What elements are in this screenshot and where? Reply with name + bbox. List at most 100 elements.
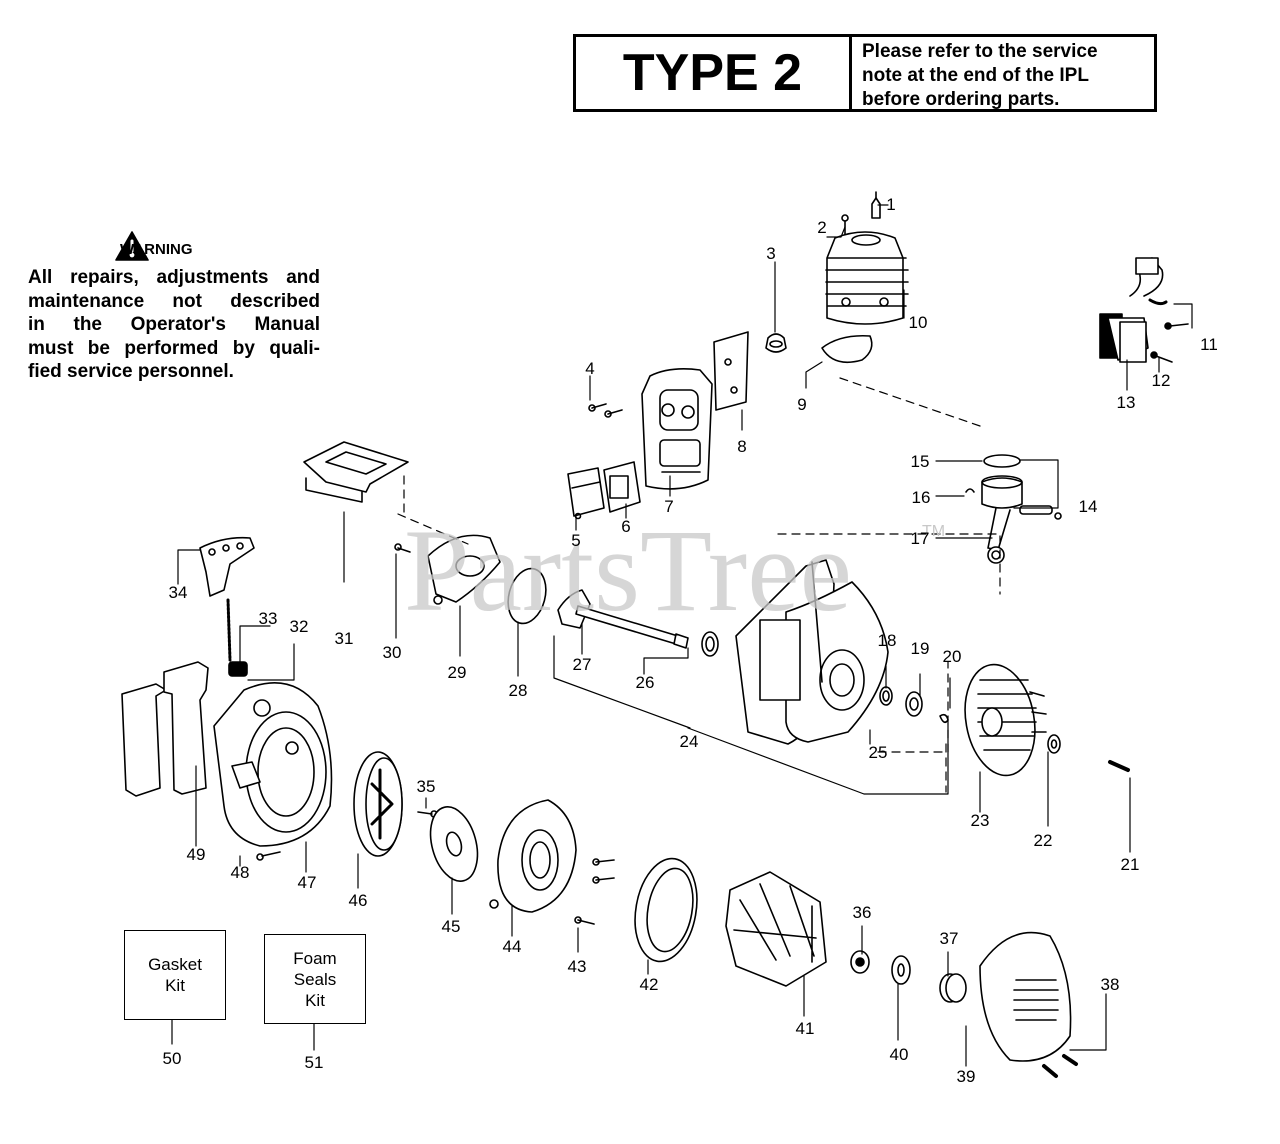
part-number-label: 4	[585, 359, 594, 378]
part-9-cylinder-gasket	[821, 334, 873, 364]
part-26-seal	[701, 631, 719, 657]
part-13-ignition-module	[1099, 257, 1168, 363]
part-7-muffler	[641, 368, 713, 490]
warning-line: must be performed by quali-	[28, 337, 320, 359]
part-number-label: 48	[231, 863, 250, 882]
gasket-kit-line: Gasket	[148, 955, 202, 974]
part-number-label: 39	[957, 1067, 976, 1086]
alignment-lines	[397, 377, 1001, 793]
part-number-label: 13	[1117, 393, 1136, 412]
part-number-label: 12	[1152, 371, 1171, 390]
type-notice-box: TYPE 2 Please refer to the service note …	[573, 34, 1157, 112]
part-21-pin	[1108, 760, 1130, 772]
part-number-label: 37	[940, 929, 959, 948]
part-4-screw	[588, 403, 623, 418]
part-32-nut	[228, 661, 248, 677]
part-38-clip	[1042, 1054, 1078, 1078]
watermark-tm: TM	[922, 523, 945, 540]
part-5-plate	[567, 467, 605, 520]
foam-kit-line: Seals	[293, 969, 337, 989]
part-8-bracket	[713, 331, 749, 411]
gasket-kit-box: Gasket Kit	[124, 930, 226, 1020]
foam-kit-line: Foam	[293, 948, 337, 968]
part-33-starter-rope	[226, 598, 232, 662]
part-10-cylinder	[825, 231, 909, 325]
warning-line: maintenance not described	[28, 290, 320, 312]
part-49-foam-seal	[121, 661, 209, 797]
warning-body: All repairs, adjustments and maintenance…	[28, 266, 320, 384]
service-note-line: note at the end of the IPL	[862, 65, 1089, 86]
part-number-label: 44	[503, 937, 522, 956]
gasket-kit-line: Kit	[165, 976, 185, 995]
part-number-label: 42	[640, 975, 659, 994]
part-number-label: 47	[298, 873, 317, 892]
part-number-label: 6	[621, 517, 630, 536]
part-31-foam-seal	[303, 441, 409, 503]
part-28-gasket	[507, 567, 547, 625]
part-number-label: 14	[1079, 497, 1098, 516]
part-27-crankshaft	[557, 589, 689, 649]
part-37-bushing	[939, 973, 967, 1003]
part-number-label: 41	[796, 1019, 815, 1038]
part-number-label: 49	[187, 845, 206, 864]
part-number-label: 18	[878, 631, 897, 650]
part-number-label: 30	[383, 643, 402, 662]
part-number-label: 26	[636, 673, 655, 692]
part-34-starter-handle	[199, 536, 255, 597]
part-39-intake-cover	[979, 931, 1072, 1062]
warning-line: in the Operator's Manual	[28, 314, 320, 336]
part-45-washer	[429, 806, 479, 882]
part-44-starter-assembly	[489, 799, 577, 913]
part-number-label: 51	[305, 1053, 324, 1072]
part-number-label: 24	[680, 732, 699, 751]
part-16-clip	[965, 488, 975, 493]
part-40-washer	[891, 955, 911, 985]
part-number-label: 3	[766, 244, 775, 263]
part-number-label: 9	[797, 395, 806, 414]
service-note-line: before ordering parts.	[862, 89, 1060, 110]
part-1-spark-plug	[871, 191, 881, 219]
part-number-label: 7	[664, 497, 673, 516]
part-number-label: 8	[737, 437, 746, 456]
warning-line: fied service personnel.	[28, 361, 234, 383]
part-number-label: 38	[1101, 975, 1120, 994]
part-42-fan-cover	[634, 857, 698, 963]
part-30-screw	[394, 543, 411, 553]
type-label: TYPE 2	[576, 37, 852, 109]
part-number-label: 43	[568, 957, 587, 976]
part-number-label: 22	[1034, 831, 1053, 850]
part-number-label: 17	[911, 529, 930, 548]
part-number-label: 31	[335, 629, 354, 648]
part-6-muffler-gasket	[603, 461, 641, 513]
watermark: PartsTree TM	[404, 505, 945, 636]
part-41-fan-impeller	[725, 871, 827, 987]
foam-seals-kit-box: Foam Seals Kit	[264, 934, 366, 1024]
part-29-bracket	[427, 534, 501, 605]
part-12-screw	[1150, 351, 1173, 363]
part-48-screw	[256, 851, 281, 861]
service-note-line: Please refer to the service	[862, 41, 1098, 62]
part-number-label: 35	[417, 777, 436, 796]
part-number-label: 27	[573, 655, 592, 674]
part-number-label: 20	[943, 647, 962, 666]
part-number-label: 33	[259, 609, 278, 628]
part-36-nut	[850, 950, 870, 974]
part-number-label: 21	[1121, 855, 1140, 874]
foam-kit-line: Kit	[305, 990, 325, 1010]
part-19-bearing	[905, 691, 923, 717]
part-number-label: 45	[442, 917, 461, 936]
part-number-label: 23	[971, 811, 990, 830]
part-number-label: 2	[817, 218, 826, 237]
part-number-label: 32	[290, 617, 309, 636]
part-17-piston	[981, 475, 1023, 564]
part-23-flywheel	[964, 663, 1047, 777]
part-number-label: 25	[869, 743, 888, 762]
part-number-label: 29	[448, 663, 467, 682]
part-number-label: 28	[509, 681, 528, 700]
part-number-label: 36	[853, 903, 872, 922]
part-number-label: 34	[169, 583, 188, 602]
part-22-washer	[1047, 734, 1061, 754]
part-number-label: 16	[912, 488, 931, 507]
part-number-label: 1	[886, 195, 895, 214]
